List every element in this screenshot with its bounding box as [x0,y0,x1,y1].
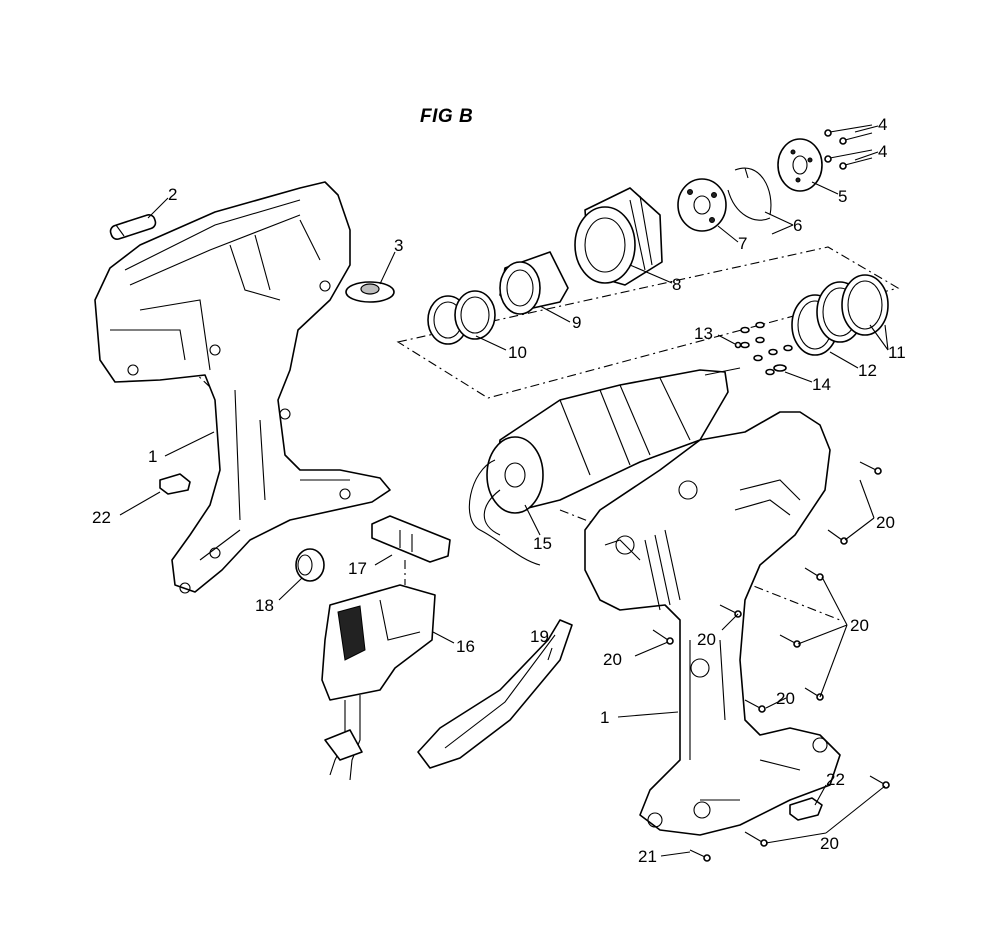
part-9-sleeve [499,251,569,315]
callout-21: 21 [638,847,657,866]
part-15-motor [468,367,741,566]
part-3-knob [345,281,395,303]
part-7-plate [677,178,727,232]
callout-3: 3 [394,236,403,255]
callout-20-f: 20 [820,834,839,853]
callout-17: 17 [348,559,367,578]
callout-10: 10 [508,343,527,362]
part-1-housing-left [94,181,391,594]
part-19-strap [417,619,573,769]
callout-20-b: 20 [850,616,869,635]
part-13-14-pins [734,321,793,376]
callout-4-top: 4 [878,115,887,134]
callout-2: 2 [168,185,177,204]
callout-4-bottom: 4 [878,142,887,161]
callout-1-right: 1 [600,708,609,727]
callout-18: 18 [255,596,274,615]
callout-5: 5 [838,187,847,206]
part-8-collar [574,187,663,286]
part-16-trigger-switch [321,584,436,781]
callout-14: 14 [812,375,831,394]
callout-19: 19 [530,627,549,646]
callout-9: 9 [572,313,581,332]
callout-20-a: 20 [876,513,895,532]
callout-20-c: 20 [697,630,716,649]
part-11-12-gaskets [791,274,889,356]
callout-13: 13 [694,324,713,343]
part-4-screws [824,124,873,170]
callout-8: 8 [672,275,681,294]
callout-20-e: 20 [776,689,795,708]
callout-20-d: 20 [603,650,622,669]
callout-22-right: 22 [826,770,845,789]
callout-12: 12 [858,361,877,380]
callout-labels: 2 3 4 4 5 6 7 8 9 10 11 12 13 14 15 16 1… [92,115,906,866]
callout-15: 15 [533,534,552,553]
part-18-cap [295,548,325,582]
assembly-group-outline [396,246,900,399]
part-2-pin [109,213,157,241]
figure-title: FIG B [420,106,474,127]
callout-6: 6 [793,216,802,235]
alignment-line-right [559,509,841,621]
part-17-slider [371,515,451,563]
part-22-clip-left [159,473,191,495]
callout-16: 16 [456,637,475,656]
part-5-front-plate [777,138,823,192]
callout-22-left: 22 [92,508,111,527]
leader-lines [119,125,889,857]
callout-1-left: 1 [148,447,157,466]
part-20-21-screws [652,461,890,862]
part-6-clips [727,167,772,221]
callout-7: 7 [738,234,747,253]
part-1-housing-right [584,411,841,836]
callout-11: 11 [888,343,906,362]
part-22-clip-right [789,797,823,821]
part-10-rings [427,290,496,345]
